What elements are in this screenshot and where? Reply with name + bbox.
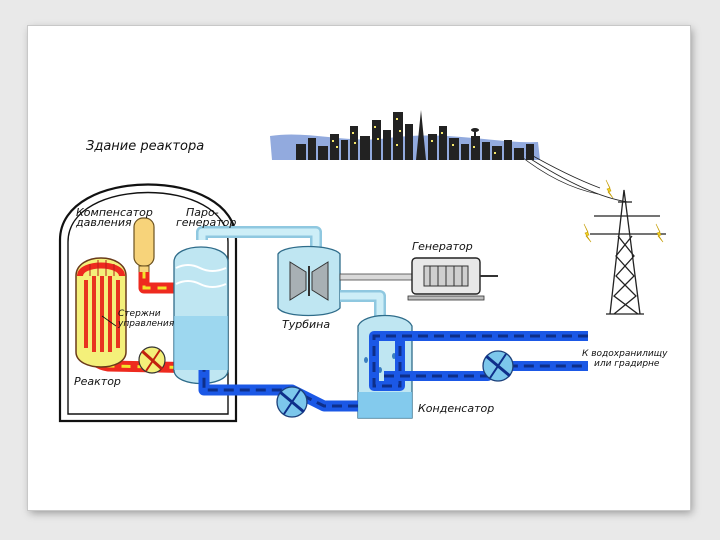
exhaust-steam-line — [340, 290, 386, 316]
label-turbine: Турбина — [282, 318, 330, 331]
label-condenser: Конденсатор — [418, 402, 494, 415]
steam-line — [196, 226, 322, 248]
steam-generator — [173, 246, 229, 385]
reactor-vessel — [75, 257, 127, 368]
leader-lines — [101, 315, 117, 327]
city-buildings — [296, 110, 534, 160]
power-lines — [517, 151, 629, 203]
label-generator: Генератор — [412, 240, 473, 253]
label-steam-gen-2: генератор — [176, 216, 236, 229]
cooling-pump — [482, 350, 514, 382]
label-reservoir-1: К водохранилищу — [582, 349, 668, 359]
turbine — [277, 245, 341, 317]
label-pressurizer-2: давления — [75, 216, 132, 229]
primary-pump — [138, 346, 166, 374]
city-skyline — [270, 110, 540, 160]
label-reservoir-2: или градирне — [594, 359, 660, 369]
nuclear-plant-diagram: Здание реактора Компенсатор давления Пар… — [58, 110, 668, 423]
fuel-rods — [84, 276, 120, 352]
lightning-bolts — [583, 179, 664, 243]
city-windows — [332, 118, 496, 154]
pressurizer — [133, 217, 155, 277]
label-steam-gen-1: Паро- — [186, 206, 219, 219]
label-reactor: Реактор — [74, 375, 121, 388]
slide-frame: Здание реактора Компенсатор давления Пар… — [28, 26, 690, 510]
transmission-tower — [590, 189, 666, 315]
generator — [407, 257, 498, 301]
label-reactor-building: Здание реактора — [86, 139, 204, 154]
control-rod-tips — [89, 260, 115, 276]
turbine-shaft — [339, 273, 423, 281]
label-pressurizer-1: Компенсатор — [76, 206, 153, 219]
feedwater-pump — [276, 386, 308, 418]
label-control-rods-1: Стержни — [118, 309, 161, 319]
label-control-rods-2: управления — [117, 319, 175, 329]
